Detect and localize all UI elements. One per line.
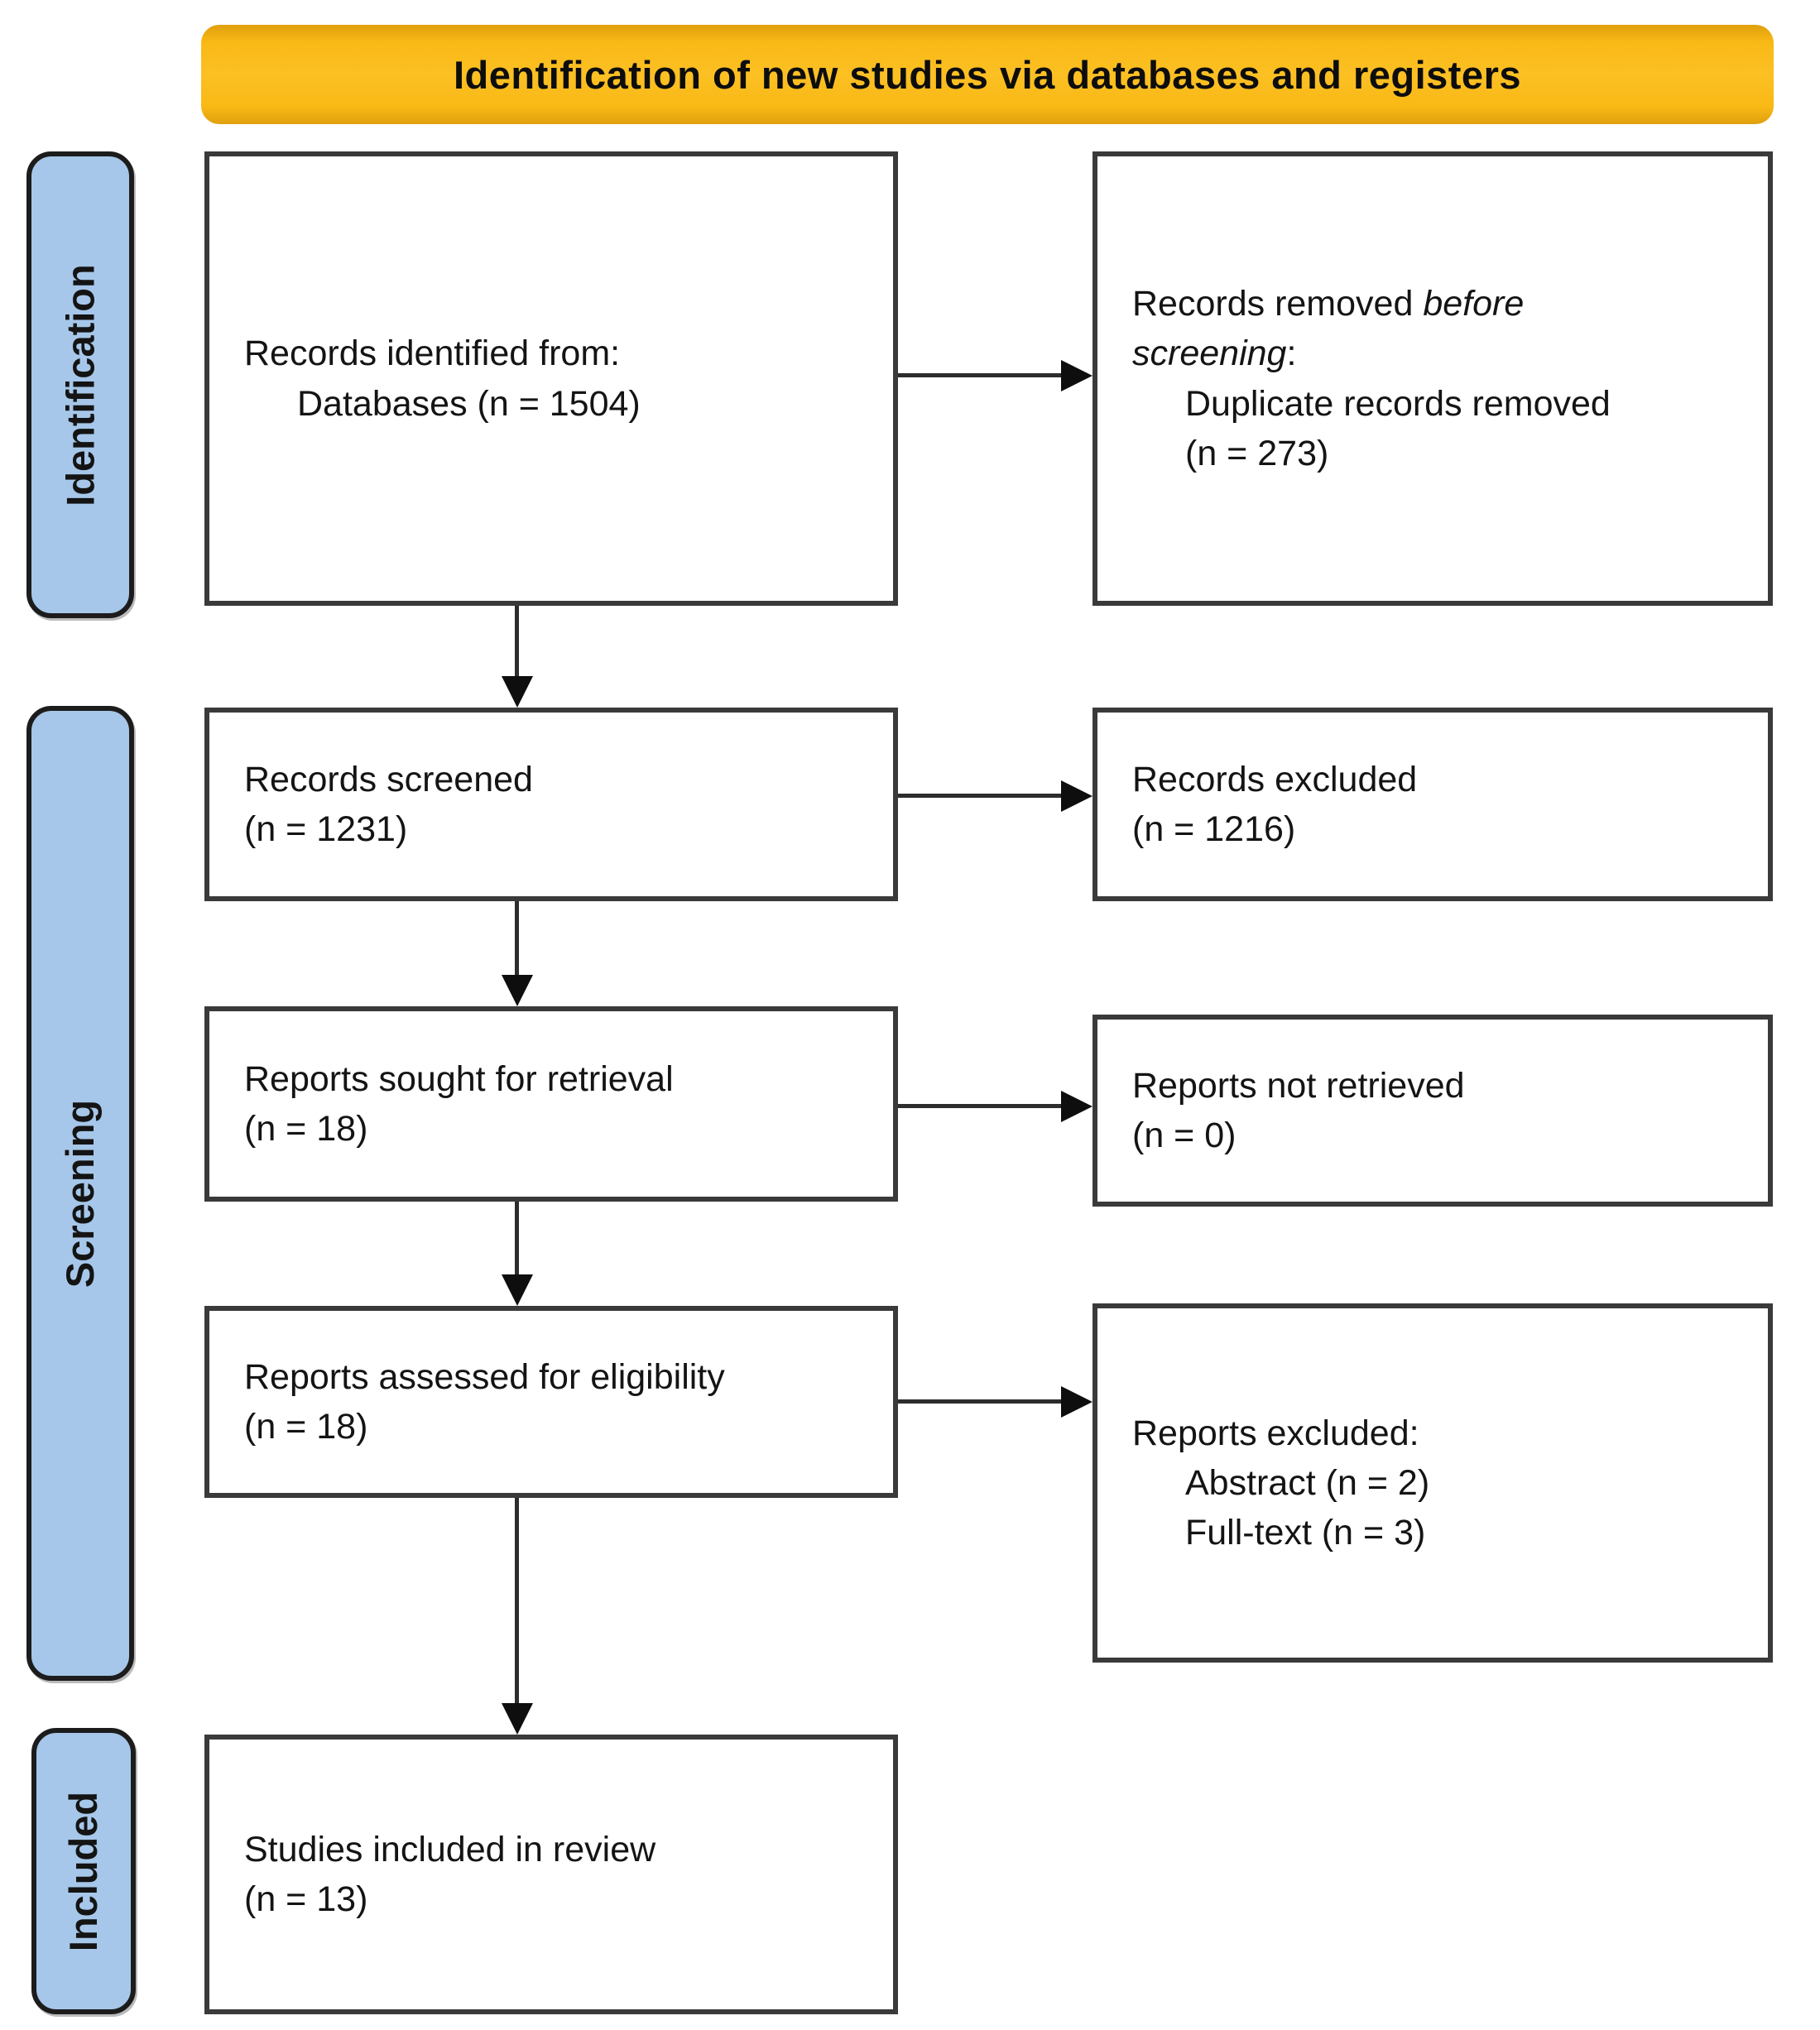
box-reports-sought: Reports sought for retrieval (n = 18) (204, 1006, 898, 1202)
records-excluded-count: (n = 1216) (1132, 809, 1296, 849)
box-reports-assessed: Reports assessed for eligibility (n = 18… (204, 1306, 898, 1498)
box-reports-not-retrieved: Reports not retrieved (n = 0) (1092, 1015, 1773, 1207)
reports-excluded-reason-fulltext: Full-text (n = 3) (1185, 1513, 1426, 1553)
box-studies-included: Studies included in review (n = 13) (204, 1735, 898, 2014)
stage-label-screening: Screening (58, 1099, 103, 1288)
records-identified-title: Records identified from: (244, 334, 621, 374)
reports-not-retrieved-count: (n = 0) (1132, 1116, 1237, 1155)
studies-included-title: Studies included in review (244, 1829, 656, 1869)
box-records-removed: Records removed before screening: Duplic… (1092, 151, 1773, 606)
reports-excluded-reason-abstract: Abstract (n = 2) (1185, 1462, 1430, 1503)
stage-bar-included: Included (31, 1728, 136, 2014)
reports-assessed-title: Reports assessed for eligibility (244, 1356, 725, 1397)
arrow-down-icon-assessed-to-included (515, 1498, 519, 1703)
stage-label-included: Included (61, 1791, 106, 1951)
reports-excluded-title: Reports excluded: (1132, 1413, 1419, 1453)
arrow-right-icon-assessed-to-reports-excluded (898, 1399, 1061, 1404)
studies-included-count: (n = 13) (244, 1879, 368, 1919)
reports-not-retrieved-title: Reports not retrieved (1132, 1065, 1465, 1106)
records-screened-title: Records screened (244, 759, 533, 799)
arrow-right-icon-sought-to-not-retrieved (898, 1104, 1061, 1108)
box-records-screened: Records screened (n = 1231) (204, 708, 898, 901)
duplicate-records-removed: Duplicate records removed (1185, 383, 1611, 424)
diagram-title: Identification of new studies via databa… (453, 52, 1522, 97)
reports-sought-title: Reports sought for retrieval (244, 1058, 674, 1099)
stage-label-identification: Identification (58, 263, 103, 506)
reports-assessed-count: (n = 18) (244, 1407, 368, 1447)
arrow-down-icon-sought-to-assessed (515, 1202, 519, 1274)
stage-bar-screening: Screening (26, 706, 134, 1681)
box-reports-excluded: Reports excluded: Abstract (n = 2) Full-… (1092, 1303, 1773, 1663)
arrow-down-icon-identified-to-screened (515, 606, 519, 676)
box-records-excluded: Records excluded (n = 1216) (1092, 708, 1773, 901)
stage-bar-identification: Identification (26, 151, 134, 618)
records-removed-title: Records removed before screening: (1132, 284, 1525, 374)
arrow-down-icon-screened-to-sought (515, 901, 519, 975)
arrow-right-icon-screened-to-excluded (898, 794, 1061, 798)
arrow-right-icon-identified-to-removed (898, 373, 1061, 377)
duplicate-records-count: (n = 273) (1185, 433, 1329, 473)
records-identified-databases: Databases (n = 1504) (297, 383, 641, 424)
reports-sought-count: (n = 18) (244, 1109, 368, 1149)
header-banner: Identification of new studies via databa… (201, 25, 1774, 124)
records-excluded-title: Records excluded (1132, 759, 1418, 799)
records-screened-count: (n = 1231) (244, 809, 408, 849)
box-records-identified: Records identified from: Databases (n = … (204, 151, 898, 606)
